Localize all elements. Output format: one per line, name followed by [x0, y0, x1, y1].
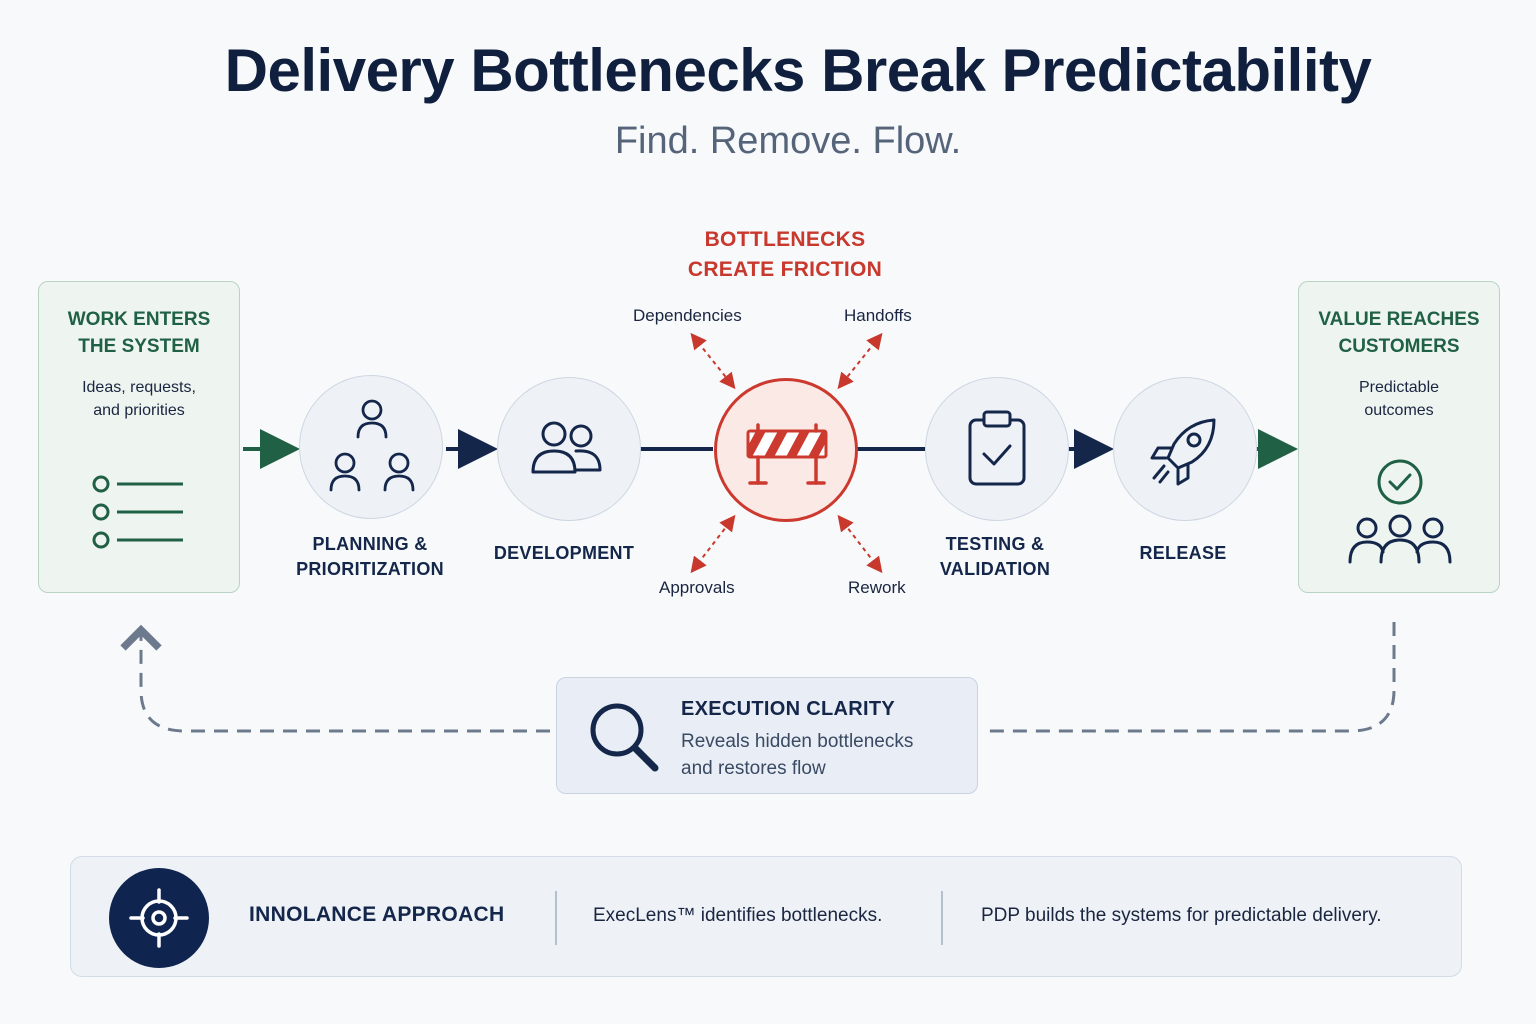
value-reaches-title-line2: CUSTOMERS — [1338, 336, 1460, 357]
bottleneck-title: BOTTLENECKS CREATE FRICTION — [585, 225, 985, 285]
stage-testing-line1: TESTING & — [945, 534, 1045, 554]
stage-testing-circle — [925, 377, 1069, 521]
innolance-approach-bar: INNOLANCE APPROACH ExecLens™ identifies … — [70, 856, 1462, 977]
work-enters-text-line1: Ideas, requests, — [82, 379, 196, 396]
execution-clarity-text-line2: and restores flow — [681, 758, 826, 779]
factor-approvals: Approvals — [659, 578, 735, 597]
approach-divider-1 — [555, 891, 557, 945]
execution-clarity-text-line1: Reveals hidden bottlenecks — [681, 731, 914, 752]
bottleneck-circle — [714, 378, 858, 522]
customers-check-icon — [1348, 459, 1452, 564]
execution-clarity-box: EXECUTION CLARITY Reveals hidden bottlen… — [556, 677, 978, 794]
page-subtitle: Find. Remove. Flow. — [614, 120, 962, 162]
friction-arrow-approvals — [690, 514, 736, 574]
feedback-loop-right — [985, 622, 1396, 733]
page-title: Delivery Bottlenecks Break Predictabilit… — [224, 37, 1372, 104]
value-reaches-text-line1: Predictable — [1358, 379, 1440, 396]
stage-development-label: DEVELOPMENT — [493, 543, 635, 563]
stage-planning-circle — [299, 375, 443, 519]
rocket-icon — [1150, 418, 1216, 486]
approach-divider-2 — [941, 891, 943, 945]
stage-testing-line2: VALIDATION — [939, 559, 1051, 579]
roadblock-barrier-icon — [746, 423, 828, 485]
feedback-loop-left — [120, 624, 550, 733]
work-enters-title: WORK ENTERS THE SYSTEM — [39, 306, 239, 360]
bottleneck-title-line1: BOTTLENECKS — [704, 228, 866, 251]
stage-planning-line2: PRIORITIZATION — [296, 559, 444, 579]
factor-handoffs: Handoffs — [844, 306, 912, 325]
stage-testing-label: TESTING & VALIDATION — [885, 532, 1105, 582]
approach-badge — [109, 868, 209, 968]
team-hierarchy-icon — [329, 399, 415, 492]
friction-arrow-rework — [837, 514, 883, 574]
value-reaches-box: VALUE REACHES CUSTOMERS Predictable outc… — [1298, 281, 1500, 593]
work-enters-box: WORK ENTERS THE SYSTEM Ideas, requests, … — [38, 281, 240, 593]
bottleneck-title-line2: CREATE FRICTION — [687, 258, 883, 281]
two-people-icon — [531, 421, 602, 474]
work-enters-title-line1: WORK ENTERS — [67, 309, 211, 330]
value-reaches-title: VALUE REACHES CUSTOMERS — [1299, 306, 1499, 360]
stage-release-circle — [1113, 377, 1257, 521]
friction-arrow-dependencies — [690, 332, 736, 390]
work-enters-title-line2: THE SYSTEM — [78, 336, 200, 357]
friction-arrow-handoffs — [837, 332, 883, 390]
approach-point-pdp: PDP builds the systems for predictable d… — [981, 905, 1382, 926]
stage-development-circle — [497, 377, 641, 521]
stage-planning-line1: PLANNING & — [312, 534, 428, 554]
approach-label: INNOLANCE APPROACH — [249, 903, 505, 926]
execution-clarity-text: Reveals hidden bottlenecks and restores … — [681, 728, 913, 782]
magnifier-icon — [590, 703, 659, 772]
value-reaches-text-line2: outcomes — [1364, 402, 1434, 419]
clipboard-check-icon — [968, 410, 1026, 486]
approach-point-execlens: ExecLens™ identifies bottlenecks. — [593, 905, 883, 926]
target-crosshair-icon — [129, 888, 189, 948]
work-enters-text-line2: and priorities — [93, 402, 185, 419]
execution-clarity-title: EXECUTION CLARITY — [681, 698, 895, 720]
value-reaches-title-line1: VALUE REACHES — [1318, 309, 1480, 330]
stage-release-label: RELEASE — [1139, 543, 1227, 563]
value-reaches-text: Predictable outcomes — [1299, 376, 1499, 422]
factor-rework: Rework — [848, 578, 906, 597]
checklist-icon — [92, 475, 183, 549]
work-enters-text: Ideas, requests, and priorities — [39, 376, 239, 422]
stage-planning-label: PLANNING & PRIORITIZATION — [260, 532, 480, 582]
factor-dependencies: Dependencies — [633, 306, 742, 325]
